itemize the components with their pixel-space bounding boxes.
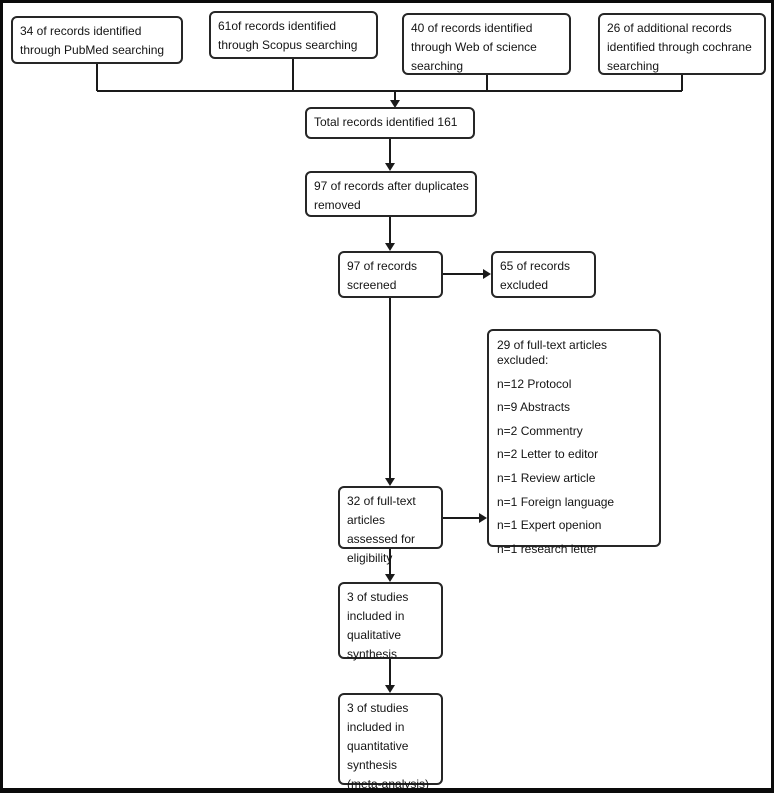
exclusion-reason: n=9 Abstracts xyxy=(497,400,571,415)
exclusion-reason: n=1 Review article xyxy=(497,470,596,485)
exclusion-reason: n=2 Commentry xyxy=(497,423,583,438)
box-records-screened: 97 of records screened xyxy=(338,251,443,298)
box-quantitative-synthesis: 3 of studies included in quantitative sy… xyxy=(338,693,443,788)
arrowhead-to-qualitative xyxy=(385,574,395,582)
arrowhead-to-assessed xyxy=(385,478,395,486)
box-records-after-duplicates: 97 of records after duplicates removed xyxy=(305,171,477,217)
exclusion-reason: n=1 Expert openion xyxy=(497,518,602,533)
exclusion-reason: n=1 Foreign language xyxy=(497,494,615,509)
fulltext-excluded-title: 29 of full-text articles excluded: xyxy=(497,338,608,367)
arrowhead-to-screened xyxy=(385,243,395,251)
box-records-scopus: 61of records identified through Scopus s… xyxy=(209,11,378,59)
arrowhead-to-dedup xyxy=(385,163,395,171)
exclusion-reason: n=12 Protocol xyxy=(497,376,572,391)
exclusion-reason: n=2 Letter to editor xyxy=(497,447,599,462)
box-total-records-identified: Total records identified 161 xyxy=(305,107,475,139)
exclusion-reason: n=1 research letter xyxy=(497,541,598,556)
box-records-cochrane: 26 of additional records identified thro… xyxy=(598,13,766,75)
box-records-excluded: 65 of records excluded xyxy=(491,251,596,298)
box-qualitative-synthesis: 3 of studies included in qualitative syn… xyxy=(338,582,443,661)
box-records-pubmed: 34 of records identified through PubMed … xyxy=(11,16,183,64)
box-fulltext-assessed: 32 of full-text articles assessed for el… xyxy=(338,486,443,565)
arrowhead-to-excluded29 xyxy=(479,513,487,523)
arrowhead-to-quantitative xyxy=(385,685,395,693)
box-fulltext-excluded: 29 of full-text articles excluded: n=12 … xyxy=(487,329,661,556)
arrowhead-to-excluded65 xyxy=(483,269,491,279)
box-records-web-of-science: 40 of records identified through Web of … xyxy=(402,13,571,75)
